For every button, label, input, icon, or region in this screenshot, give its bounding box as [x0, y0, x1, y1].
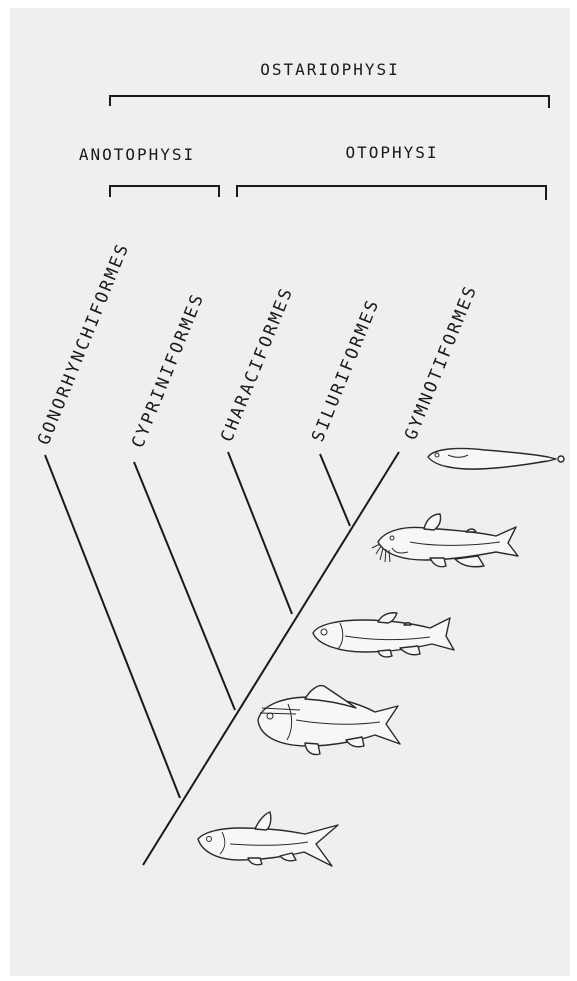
order-label-gymnotiformes: GYMNOTIFORMES [401, 282, 482, 443]
branch-gonorhynchiformes [45, 455, 180, 798]
characin-icon [313, 613, 454, 657]
branch-characiformes [228, 452, 292, 614]
knifefish-icon [428, 448, 564, 469]
group-label-ostariophysi: OSTARIOPHYSI [260, 60, 400, 79]
order-label-siluriformes: SILURIFORMES [308, 296, 384, 445]
order-label-characiformes: CHARACIFORMES [217, 284, 298, 445]
tree-trunk [143, 452, 399, 865]
bracket-otophysi [237, 186, 546, 200]
order-label-gonorhynchiformes: GONORHYNCHIFORMES [34, 240, 134, 448]
bracket-anotophysi [110, 186, 219, 197]
branch-siluriformes [320, 454, 350, 526]
carp-icon [258, 686, 400, 755]
milkfish-icon [198, 812, 338, 866]
order-label-cypriniformes: CYPRINIFORMES [128, 290, 209, 451]
bracket-ostariophysi [110, 96, 549, 108]
catfish-icon [372, 514, 518, 567]
branch-cypriniformes [134, 462, 235, 710]
group-label-anotophysi: ANOTOPHYSI [79, 145, 195, 164]
group-label-otophysi: OTOPHYSI [345, 143, 438, 162]
